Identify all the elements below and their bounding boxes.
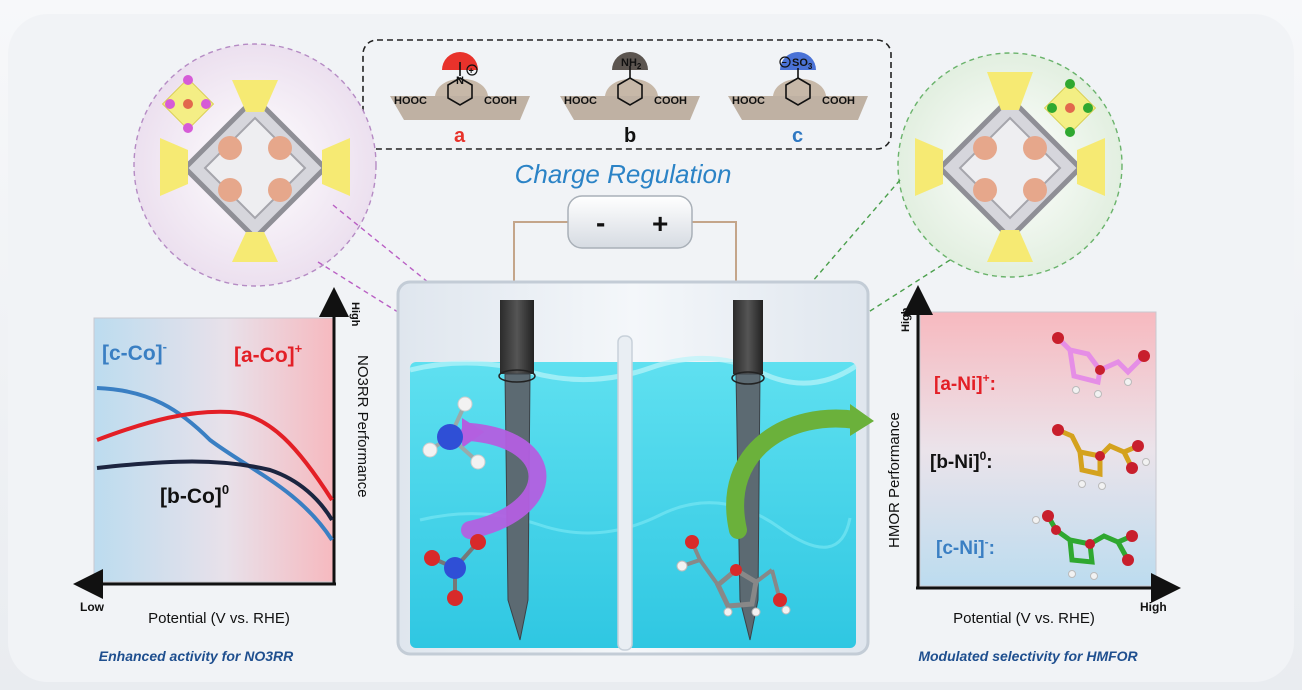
right-node-right	[1077, 138, 1105, 196]
linker-c-letter: c	[792, 125, 803, 147]
right-node-top	[987, 72, 1033, 110]
left-plot-low-label: Low	[80, 600, 105, 614]
cathode-reaction-arrow	[461, 423, 547, 539]
linker-c-left-acid: HOOC	[732, 95, 765, 107]
right-plot-xlabel: Potential (V vs. RHE)	[953, 610, 1095, 627]
anode-reaction	[676, 404, 874, 617]
left-plot-high-label: High	[349, 302, 361, 327]
label-c-ni: [c-Ni]-:	[936, 535, 995, 559]
linker-c-base	[728, 96, 868, 120]
cathode-reaction	[422, 396, 547, 606]
linker-b-base	[560, 96, 700, 120]
linker-a-right-acid: COOH	[484, 95, 517, 107]
molecule-a-ni	[1052, 332, 1150, 398]
linker-b: NH2 HOOC COOH b	[560, 52, 700, 147]
anode-reaction-arrow	[726, 409, 865, 539]
linker-c-charge-circle	[779, 56, 791, 68]
left-plot-caption: Enhanced activity for NO3RR	[99, 648, 294, 664]
power-supply-minus: -	[596, 207, 605, 238]
anode-holder	[733, 300, 763, 374]
linker-b-ring	[617, 77, 643, 106]
linker-b-group: NH2	[621, 57, 642, 71]
right-cluster-icon	[1043, 79, 1097, 137]
power-supply: - +	[513, 195, 737, 300]
left-node-top	[232, 80, 278, 112]
label-b-co: [b-Co]0	[160, 482, 229, 508]
linker-c-group: SO3	[792, 57, 813, 71]
electrolysis-tank	[396, 280, 870, 656]
linker-a-left-acid: HOOC	[394, 95, 427, 107]
linker-a-charge: +	[469, 66, 474, 76]
right-plot-high-y-label: High	[900, 307, 912, 332]
curve-b-co	[96, 459, 334, 522]
nitrate-molecule	[424, 534, 486, 606]
right-plot-ylabel: HMOR Performance	[886, 412, 903, 548]
linker-c-charge: −	[782, 58, 787, 68]
linker-a-ring	[447, 77, 473, 106]
tank-membrane	[617, 335, 633, 651]
linker-b-letter: b	[624, 125, 636, 147]
left-plot-xlabel: Potential (V vs. RHE)	[148, 610, 290, 627]
molecule-b-ni	[1052, 424, 1150, 490]
label-c-co: [c-Co]-	[102, 339, 167, 365]
label-a-ni: [a-Ni]+:	[934, 371, 996, 395]
curve-c-co	[96, 386, 334, 542]
cathode-holder	[500, 300, 534, 374]
right-mof-circle	[897, 52, 1123, 278]
linker-a: N + HOOC COOH a	[390, 52, 530, 147]
linker-a-letter: a	[454, 125, 466, 147]
power-supply-box	[567, 195, 693, 249]
right-plot-high-x-label: High	[1140, 600, 1167, 614]
power-supply-plus: +	[652, 208, 668, 239]
left-mof-circle	[133, 43, 377, 287]
label-a-co: [a-Co]+	[234, 341, 303, 367]
linker-panel-border	[362, 39, 892, 150]
right-node-left	[915, 138, 943, 196]
linker-b-cap	[612, 52, 648, 70]
hmf-molecule	[676, 535, 791, 617]
left-node-bottom	[232, 232, 278, 262]
label-b-ni: [b-Ni]0:	[930, 449, 993, 473]
right-plot-caption: Modulated selectivity for HMFOR	[918, 648, 1138, 664]
left-cluster-icon	[161, 75, 215, 133]
linker-a-group: N	[456, 75, 464, 87]
right-node-bottom	[987, 230, 1033, 262]
charge-regulation-title: Charge Regulation	[515, 159, 732, 189]
linker-c-ring	[785, 77, 811, 106]
left-node-left	[160, 138, 188, 196]
linker-c: − SO3 HOOC COOH c	[728, 52, 868, 147]
left-plot: High Low NO3RR Performance Potential (V …	[73, 287, 371, 664]
linker-a-charge-circle	[466, 64, 478, 76]
molecule-c-ni	[1032, 510, 1138, 580]
left-plot-ylabel: NO3RR Performance	[354, 355, 371, 498]
linker-panel: N + HOOC COOH a NH2 HOOC COOH b	[362, 39, 892, 150]
curve-a-co	[96, 409, 334, 502]
ammonia-molecule	[422, 396, 486, 470]
right-plot: High High HMOR Performance Potential (V …	[886, 285, 1181, 664]
linker-a-base	[390, 96, 530, 120]
left-node-right	[322, 138, 350, 196]
linker-b-right-acid: COOH	[654, 95, 687, 107]
tank-water	[410, 362, 856, 648]
linker-b-left-acid: HOOC	[564, 95, 597, 107]
linker-c-right-acid: COOH	[822, 95, 855, 107]
